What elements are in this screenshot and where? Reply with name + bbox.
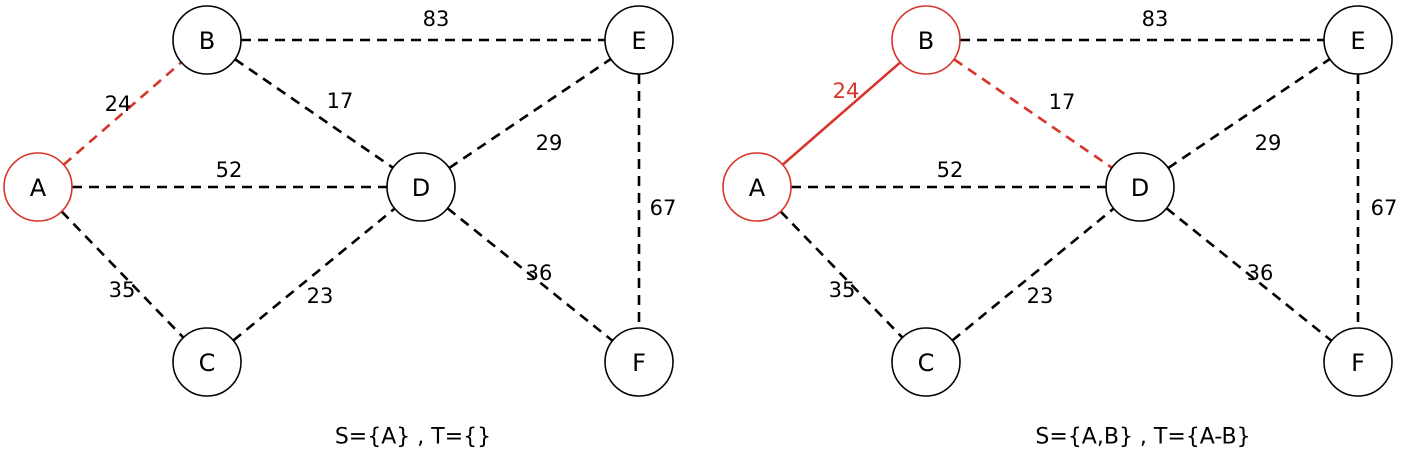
node-d: D (1105, 152, 1175, 222)
node-circle-d (1105, 152, 1175, 222)
node-f: F (604, 327, 674, 397)
edge-weight-e-f: 67 (650, 196, 677, 220)
node-e: E (604, 5, 674, 75)
caption-step-1: S={A} , T={} (335, 425, 491, 450)
edge-weight-b-d: 17 (327, 89, 354, 113)
node-a: A (722, 152, 792, 222)
node-circle-c (891, 327, 961, 397)
node-circle-f (1323, 327, 1393, 397)
edge-weight-b-e: 83 (423, 7, 450, 31)
edge-a-b (781, 61, 902, 166)
edge-d-f (446, 207, 614, 342)
graph-panel-step-1: 83 24 17 52 29 67 35 23 36 B E A D C F (3, 5, 677, 397)
edge-weight-c-d: 23 (307, 284, 334, 308)
edge-weight-d-f: 36 (526, 261, 553, 285)
edge-b-d (234, 58, 394, 169)
edge-weight-a-b: 24 (833, 79, 860, 103)
edge-weight-a-d: 52 (216, 158, 243, 182)
edge-a-c (779, 210, 904, 339)
edge-c-d (951, 207, 1115, 342)
node-label-e: E (631, 27, 646, 55)
edge-weight-a-c: 35 (109, 278, 136, 302)
edge-weight-c-d: 23 (1027, 284, 1054, 308)
node-circle-d (386, 152, 456, 222)
node-circle-b (172, 5, 242, 75)
edge-weight-b-d: 17 (1049, 90, 1076, 114)
edge-weight-a-b: 24 (105, 92, 132, 116)
node-label-d: D (1131, 174, 1149, 202)
edge-weight-d-f: 36 (1247, 261, 1274, 285)
edge-weight-d-e: 29 (1255, 131, 1282, 155)
node-label-a: A (749, 174, 766, 202)
node-label-c: C (199, 349, 216, 377)
node-c: C (172, 327, 242, 397)
node-label-e: E (1350, 27, 1365, 55)
graph-panel-step-2: 83 24 17 52 29 67 35 23 36 B E A D C F (722, 5, 1398, 397)
node-label-f: F (632, 349, 646, 377)
node-label-d: D (412, 174, 430, 202)
edge-c-d (232, 207, 396, 342)
node-circle-e (604, 5, 674, 75)
node-label-c: C (918, 349, 935, 377)
edge-weight-e-f: 67 (1371, 196, 1398, 220)
edge-a-b (62, 61, 183, 166)
node-circle-f (604, 327, 674, 397)
node-circle-a (722, 152, 792, 222)
caption-step-2: S={A,B} , T={A-B} (1035, 425, 1250, 450)
node-label-b: B (199, 27, 215, 55)
edge-b-d (953, 58, 1113, 169)
edge-weight-a-c: 35 (829, 278, 856, 302)
node-a: A (3, 152, 73, 222)
node-label-f: F (1351, 349, 1365, 377)
node-circle-e (1323, 5, 1393, 75)
node-e: E (1323, 5, 1393, 75)
edge-weight-b-e: 83 (1142, 7, 1169, 31)
node-circle-a (3, 152, 73, 222)
node-d: D (386, 152, 456, 222)
node-b: B (172, 5, 242, 75)
edge-d-f (1165, 207, 1333, 342)
node-b: B (891, 5, 961, 75)
edge-weight-a-d: 52 (937, 158, 964, 182)
node-c: C (891, 327, 961, 397)
edge-a-c (60, 210, 185, 339)
edge-d-e (448, 57, 612, 170)
node-circle-b (891, 5, 961, 75)
node-f: F (1323, 327, 1393, 397)
node-label-b: B (918, 27, 934, 55)
edge-weight-d-e: 29 (536, 131, 563, 155)
edge-d-e (1167, 57, 1331, 170)
node-label-a: A (30, 174, 47, 202)
node-circle-c (172, 327, 242, 397)
